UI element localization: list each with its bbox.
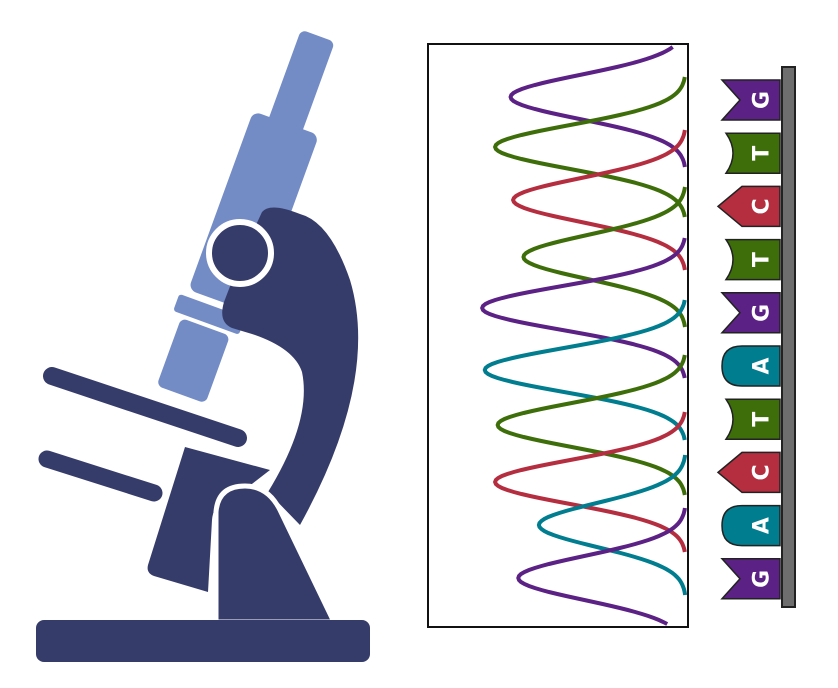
base-letter: A xyxy=(750,357,775,374)
base-tag-shape xyxy=(716,185,781,228)
base-tag-shape xyxy=(720,292,781,334)
base-tag-G: G xyxy=(720,558,781,600)
trace-peak-T xyxy=(521,186,687,328)
base-letter: G xyxy=(750,570,775,588)
stage-clip-lower xyxy=(38,450,163,502)
stage-clip-upper xyxy=(43,367,247,447)
trace-peak-A xyxy=(482,299,687,441)
base-tag-T: T xyxy=(724,238,781,281)
trace-peak-G xyxy=(508,45,687,168)
focus-knob xyxy=(206,219,274,287)
trace-peak-C xyxy=(510,129,687,271)
base-tag-shape xyxy=(716,451,781,494)
microscope-arm xyxy=(222,207,359,526)
base-tag-C: C xyxy=(716,451,781,494)
trace-peak-T xyxy=(495,354,687,496)
microscope-icon xyxy=(36,31,370,662)
trace-peak-G xyxy=(480,237,687,379)
base-tag-shape xyxy=(720,79,781,121)
base-tag-shape xyxy=(721,504,781,547)
base-tag-A: A xyxy=(721,345,781,387)
microscope-stage-block xyxy=(147,447,270,592)
base-tag-C: C xyxy=(716,185,781,228)
base-letter: T xyxy=(750,146,775,161)
sequence-rail xyxy=(781,66,796,608)
base-tag-shape xyxy=(721,345,781,387)
base-tag-shape xyxy=(720,558,781,600)
base-letter: A xyxy=(750,517,775,534)
base-tag-T: T xyxy=(724,132,781,174)
base-letter: C xyxy=(750,464,775,480)
base-tag-A: A xyxy=(721,504,781,547)
base-letter: G xyxy=(750,304,775,322)
base-tag-G: G xyxy=(720,292,781,334)
base-letter: C xyxy=(750,198,775,214)
chromatogram xyxy=(427,43,689,628)
base-tag-T: T xyxy=(724,398,781,440)
base-tag-shape xyxy=(724,132,781,174)
base-tag-shape xyxy=(724,398,781,440)
trace-peak-T xyxy=(492,76,687,218)
microscope-base xyxy=(36,620,370,662)
sequence-read: G T C T G A T C A G xyxy=(716,66,796,608)
base-letter: T xyxy=(750,252,775,267)
base-letter: T xyxy=(750,412,775,427)
trace-peak-A xyxy=(536,454,688,596)
trace-peak-G xyxy=(516,507,687,626)
base-tag-shape xyxy=(724,238,781,281)
base-letter: G xyxy=(750,91,775,109)
trace-peak-C xyxy=(492,411,687,553)
base-tag-G: G xyxy=(720,79,781,121)
microscope-stand xyxy=(213,483,338,625)
chromatogram-frame xyxy=(427,43,689,628)
